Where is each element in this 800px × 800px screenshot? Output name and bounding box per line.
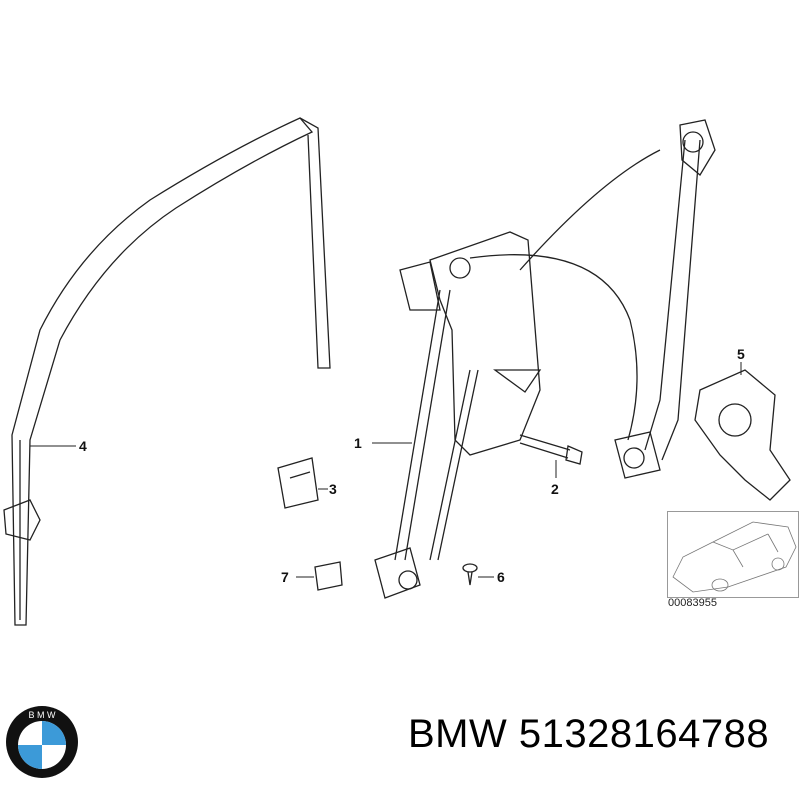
diagram-reference-number: 00083955	[668, 597, 717, 609]
part-title: BMW 51328164788	[408, 712, 770, 756]
car-outline-icon	[672, 521, 797, 593]
cable-and-rail	[469, 119, 716, 479]
part-7-clip	[314, 561, 343, 591]
callout-7: 7	[281, 569, 289, 585]
callout-3: 3	[329, 481, 337, 497]
vehicle-thumbnail	[667, 511, 799, 598]
callout-5: 5	[737, 346, 745, 362]
part-5-motor	[694, 369, 791, 501]
callout-4: 4	[79, 438, 87, 454]
part-1-regulator	[374, 231, 542, 599]
part-6-screw	[462, 563, 478, 586]
callout-1: 1	[354, 435, 362, 451]
bmw-logo: B M W	[6, 706, 78, 778]
callout-6: 6	[497, 569, 505, 585]
svg-text:B M W: B M W	[29, 710, 57, 720]
callout-2: 2	[551, 481, 559, 497]
leader-lines	[30, 362, 742, 578]
part-4-window-channel	[3, 117, 331, 626]
part-2-bolt	[519, 434, 583, 465]
part-3-clip	[277, 457, 319, 509]
